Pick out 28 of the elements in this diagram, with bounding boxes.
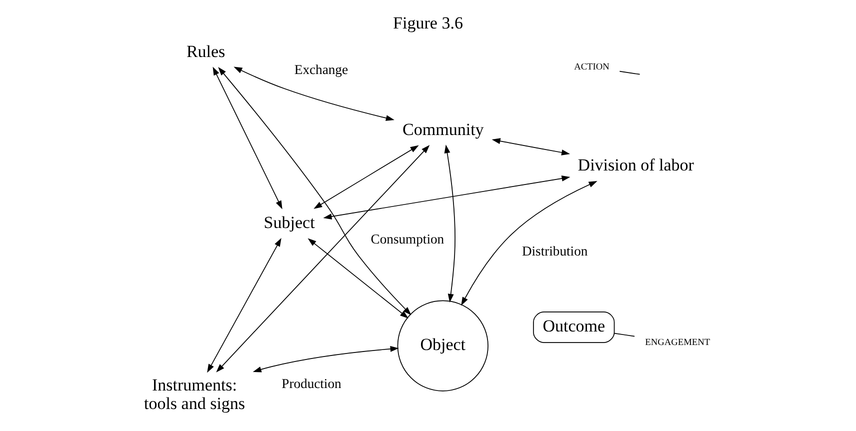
label: Consumption bbox=[370, 231, 444, 246]
node-text: Division of labor bbox=[578, 155, 694, 174]
connector bbox=[619, 70, 640, 75]
node-text: Rules bbox=[186, 42, 226, 61]
arrow bbox=[461, 181, 598, 306]
arrow bbox=[252, 346, 399, 372]
arrow bbox=[444, 144, 456, 302]
diagram-title: Figure 3.6 bbox=[393, 14, 463, 33]
arrow bbox=[323, 176, 570, 220]
arrow bbox=[207, 238, 282, 373]
connector bbox=[614, 332, 635, 337]
label: Production bbox=[282, 376, 342, 391]
arrow bbox=[314, 145, 419, 209]
arrow bbox=[234, 66, 394, 121]
arrow bbox=[212, 66, 282, 210]
node-text: ENGAGEMENT bbox=[645, 338, 710, 348]
node-circle: Object bbox=[397, 300, 488, 392]
node-text: Subject bbox=[264, 212, 315, 232]
label: Exchange bbox=[294, 62, 348, 77]
arrow bbox=[308, 238, 408, 318]
arrow bbox=[218, 67, 412, 316]
node-text: Community bbox=[402, 120, 484, 139]
node-text: ACTION bbox=[574, 62, 610, 73]
node-text: Instruments: tools and signs bbox=[144, 375, 246, 414]
label: Distribution bbox=[522, 243, 588, 258]
arrow bbox=[492, 138, 570, 156]
arrow bbox=[216, 145, 430, 372]
node-box: Outcome bbox=[533, 312, 615, 343]
